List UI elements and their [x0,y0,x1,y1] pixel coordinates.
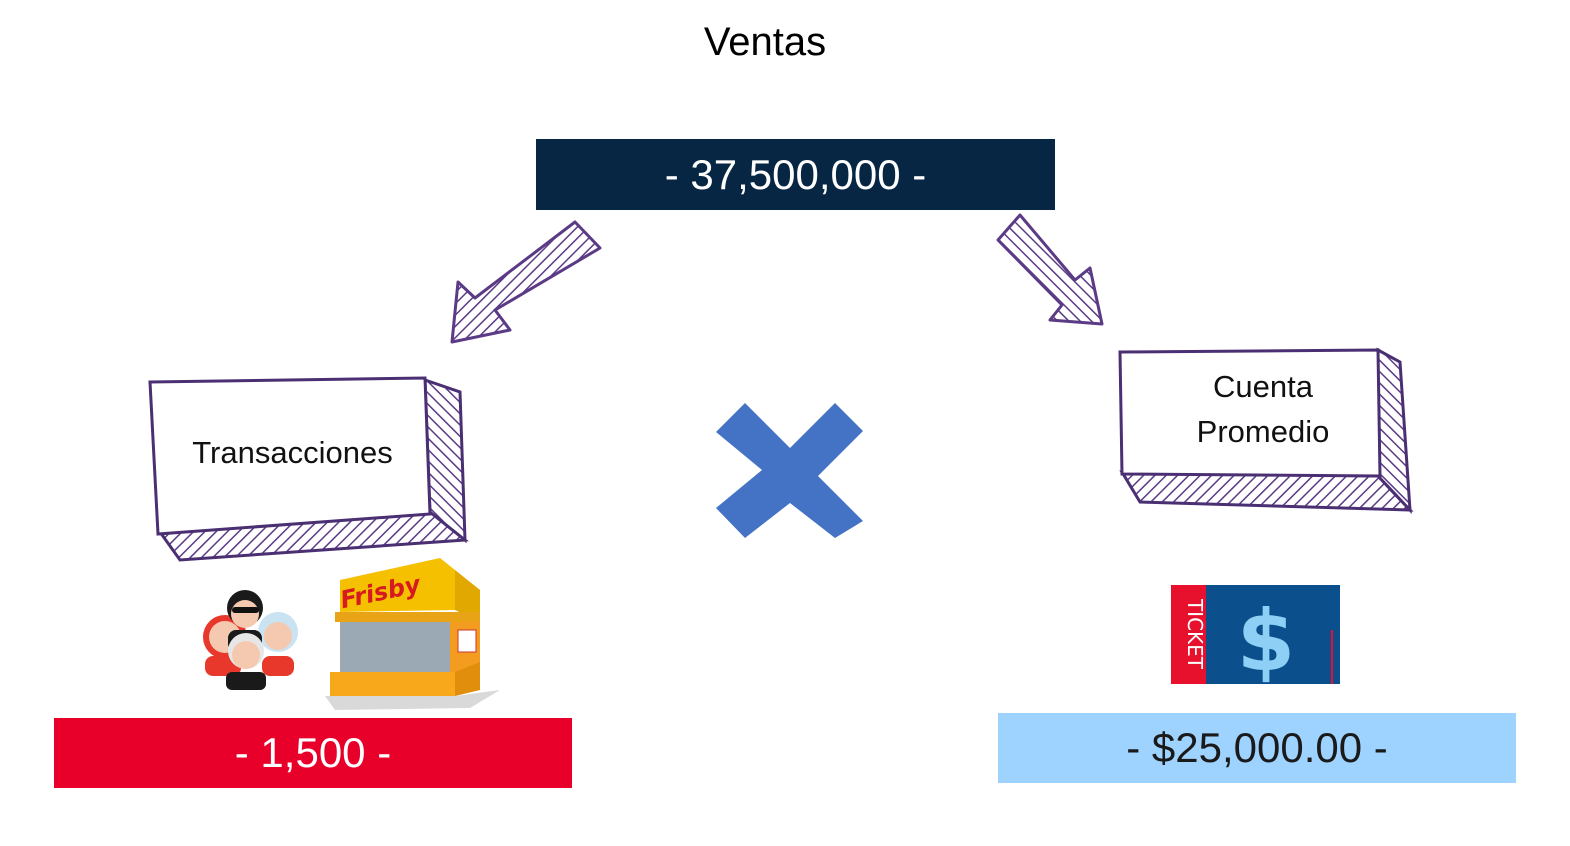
ticket-text: TICKET [1183,598,1207,670]
average-ticket-label-line2: Promedio [1196,414,1330,449]
average-ticket-value: - $25,000.00 - [1126,724,1388,771]
store-kiosk-icon: Frisby [325,558,500,710]
ticket-dollar-symbol: $ [1237,592,1295,690]
transactions-value-bar: - 1,500 - [54,718,572,788]
average-ticket-box [1118,347,1414,515]
transactions-label: Transacciones [192,435,393,470]
average-ticket-label: Cuenta Promedio [1128,364,1398,454]
ticket-icon: TICKET $ [1171,585,1340,690]
average-ticket-label-line1: Cuenta [1213,369,1313,404]
multiply-icon [716,403,863,538]
transactions-box [148,376,469,562]
total-sales-value: - 37,500,000 - [664,150,927,198]
page-title: Ventas [703,20,827,64]
transactions-value: - 1,500 - [234,729,392,776]
arrow-down-left-icon [450,220,602,344]
average-ticket-value-bar: - $25,000.00 - [998,713,1516,783]
arrow-down-right-icon [996,213,1104,326]
total-sales-bar: - 37,500,000 - [536,139,1055,210]
people-icon [203,590,298,690]
